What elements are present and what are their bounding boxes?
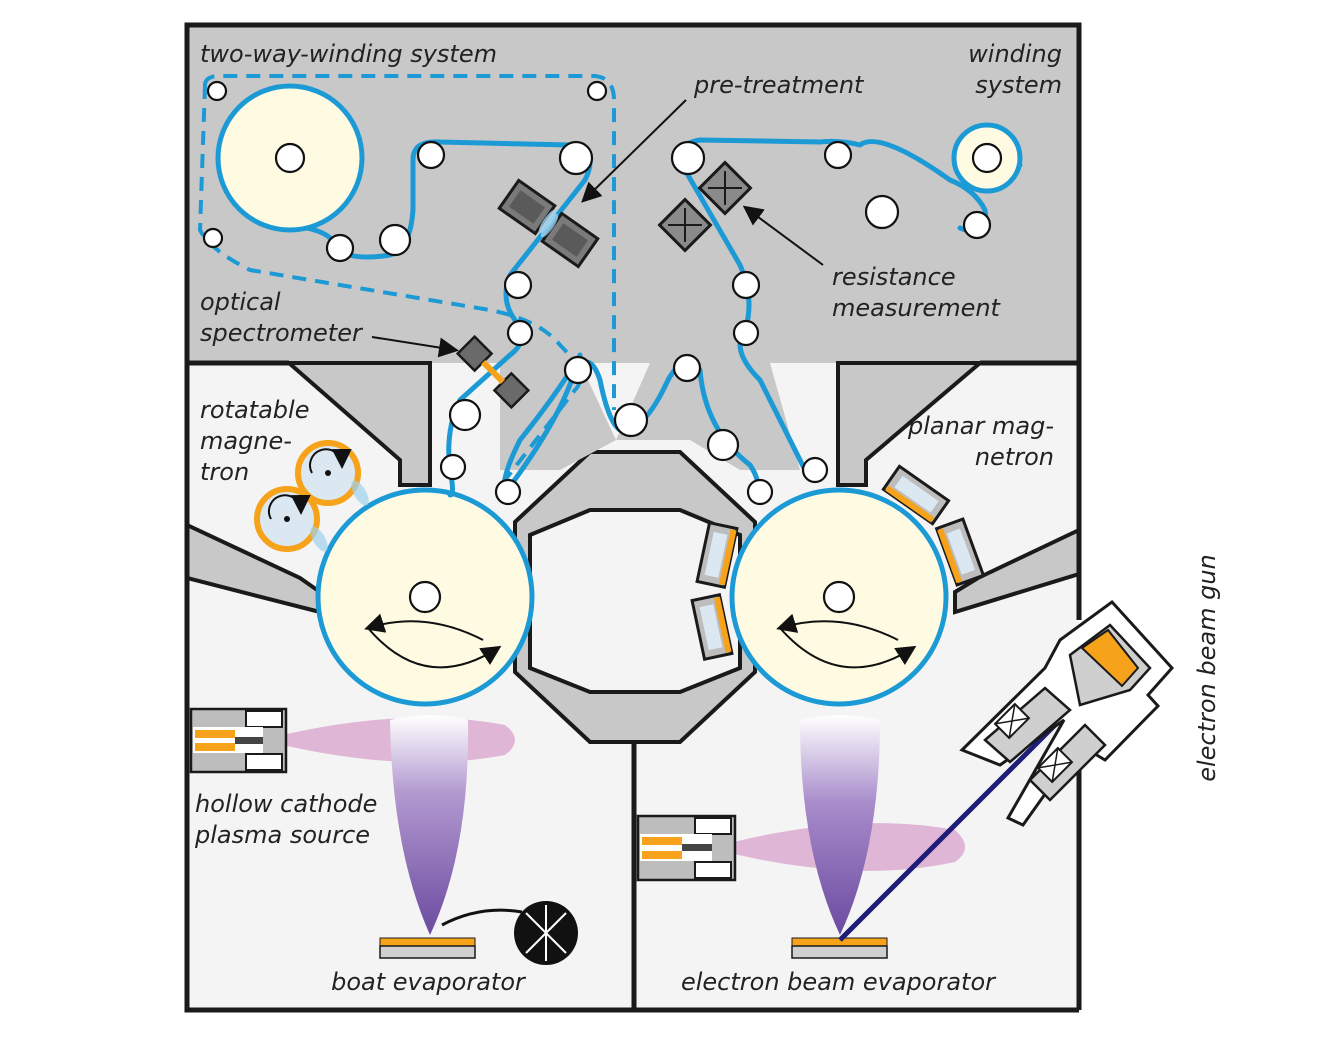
label-ebeam-gun: electron beam gun — [1193, 554, 1221, 782]
boat-evaporator-plume — [390, 715, 469, 935]
right-funnel — [836, 361, 986, 487]
label-pretreatment: pre-treatment — [693, 71, 865, 99]
label-rotatable-3: tron — [200, 458, 249, 486]
rotatable-magnetrons — [254, 440, 369, 552]
label-two-way-winding: two-way-winding system — [200, 40, 497, 68]
label-planar-1: planar mag- — [907, 412, 1054, 440]
resistance-measurement-units — [657, 160, 753, 253]
electron-beam-crucible — [791, 937, 888, 959]
wire-feed-spool-icon — [514, 901, 578, 965]
planar-magnetrons — [690, 464, 986, 662]
winding-roll-right — [951, 122, 1023, 194]
pretreatment-units — [497, 178, 600, 269]
coating-drum-left — [315, 487, 535, 707]
label-winding-2: system — [975, 71, 1062, 99]
coating-drum-right — [729, 487, 949, 707]
label-rotatable-1: rotatable — [200, 396, 309, 424]
label-ebeam-evaporator: electron beam evaporator — [681, 968, 997, 996]
label-planar-2: netron — [975, 443, 1054, 471]
optical-spectrometer — [455, 334, 531, 410]
label-resistance-2: measurement — [832, 294, 1002, 322]
label-optical-2: spectrometer — [200, 319, 364, 347]
guide-rollers — [202, 80, 992, 506]
label-optical-1: optical — [200, 288, 281, 316]
label-boat: boat evaporator — [331, 968, 527, 996]
label-rotatable-2: magne- — [200, 427, 292, 455]
boat-evaporator — [379, 908, 523, 959]
pointer-arrows — [371, 99, 824, 358]
label-winding-1: winding — [968, 40, 1062, 68]
label-resistance-1: resistance — [832, 263, 956, 291]
electron-beam-gun — [959, 599, 1175, 827]
label-hollow-1: hollow cathode — [195, 790, 377, 818]
feed-roll-left — [215, 83, 365, 233]
labels: two-way-winding system winding system pr… — [194, 40, 1221, 996]
label-hollow-2: plasma source — [194, 821, 370, 849]
electron-beam-plume — [800, 715, 880, 935]
left-funnel — [283, 361, 432, 487]
